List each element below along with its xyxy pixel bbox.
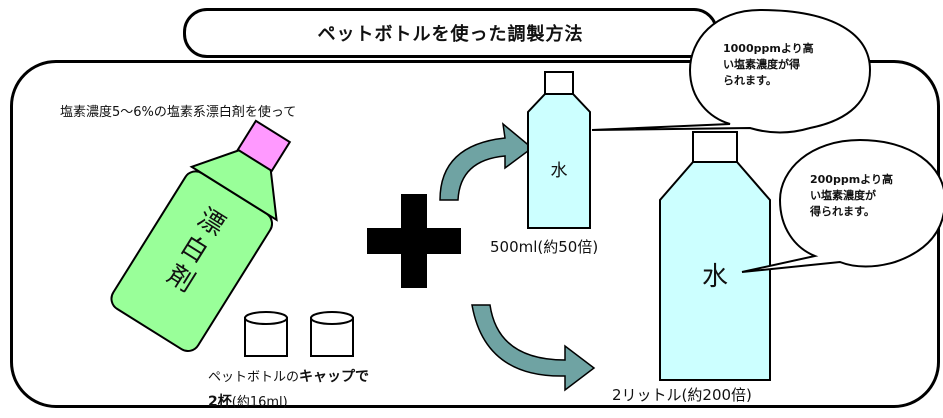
cap-caption-line1-bold: キャップで xyxy=(299,369,370,385)
cap-caption-line1: ペットボトルのキャップで xyxy=(208,365,369,390)
bleach-bottle: 漂 白 剤 xyxy=(110,119,292,353)
subtitle: 塩素濃度5～6%の塩素系漂白剤を使って xyxy=(60,105,297,120)
large-bottle-text: 水 xyxy=(702,262,728,292)
cap-left xyxy=(244,311,288,357)
bubble-large-line2: い塩素濃度が xyxy=(810,189,876,202)
bubble-small-text: 1000ppmより高 い塩素濃度が得 られます。 xyxy=(723,41,814,89)
bubble-large-text: 200ppmより高 い塩素濃度が 得られます。 xyxy=(810,172,893,220)
small-bottle-text: 水 xyxy=(551,161,568,181)
bubble-large-line1: 200ppmより高 xyxy=(810,173,893,186)
cap-caption-line1-plain: ペットボトルの xyxy=(208,370,300,385)
bubble-large xyxy=(741,138,943,273)
large-water-bottle: 水 xyxy=(659,131,771,381)
bleach-bottle-cap xyxy=(236,119,292,173)
arrow-up-icon xyxy=(439,122,534,201)
cap-caption-line2-plain: (約16ml) xyxy=(231,395,288,410)
bubble-small xyxy=(591,8,872,134)
title-text: ペットボトルを使った調製方法 xyxy=(317,24,584,45)
cap-right xyxy=(310,311,354,357)
bleach-bottle-label: 漂 白 剤 xyxy=(158,203,237,301)
small-water-bottle: 水 xyxy=(527,71,591,229)
bubble-small-line1: 1000ppmより高 xyxy=(723,42,814,55)
arrow-down-icon xyxy=(471,304,596,392)
cap-caption-line2: 2杯(約16ml) xyxy=(208,390,369,415)
bubble-small-line2: い塩素濃度が得 xyxy=(723,58,800,71)
plus-icon xyxy=(367,194,461,288)
diagram-title: ペットボトルを使った調製方法 xyxy=(183,8,718,58)
small-bottle-label: 500ml(約50倍) xyxy=(490,238,599,256)
cap-caption-line2-bold: 2杯 xyxy=(208,394,232,410)
cap-caption: ペットボトルのキャップで 2杯(約16ml) xyxy=(208,365,369,415)
bubble-small-line3: られます。 xyxy=(723,74,777,87)
bubble-large-line3: 得られます。 xyxy=(810,205,875,218)
large-bottle-label: 2リットル(約200倍) xyxy=(612,386,752,404)
